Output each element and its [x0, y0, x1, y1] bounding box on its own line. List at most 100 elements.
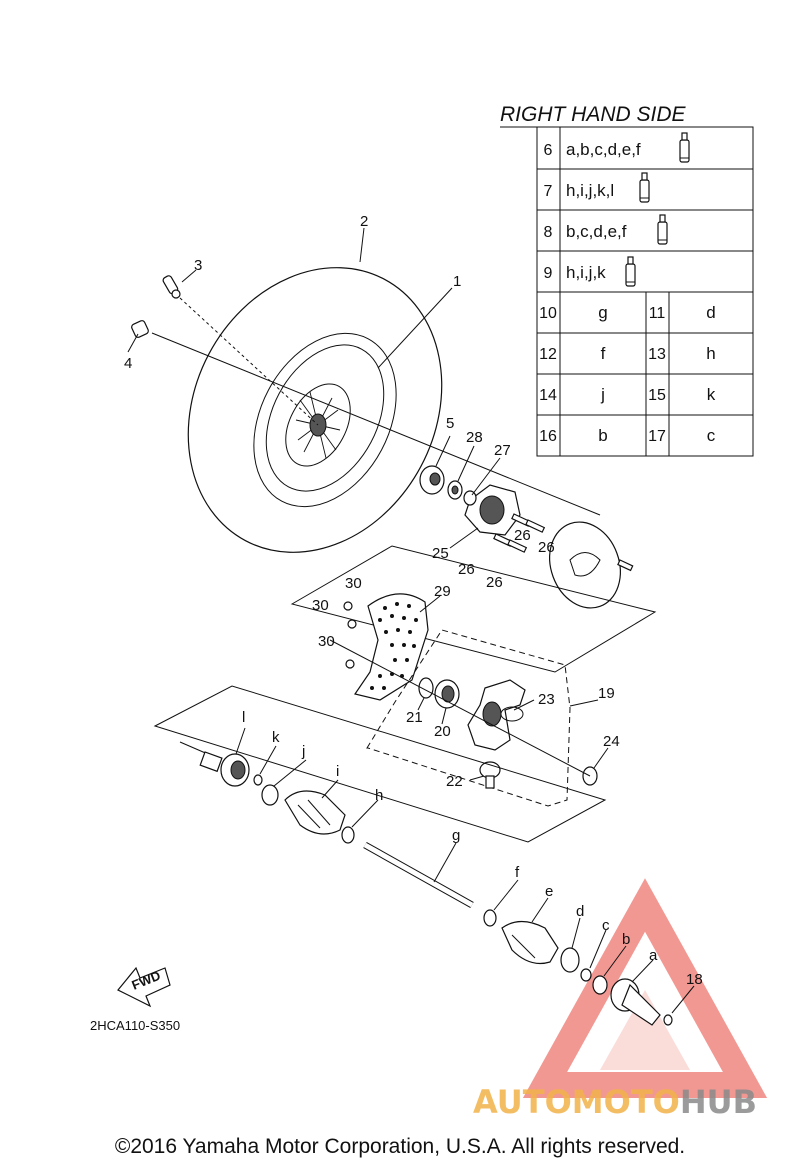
table-row-15-num: 15 — [648, 387, 666, 404]
boot-i — [284, 779, 346, 835]
callouts: 1 2 3 4 5 28 27 26 26 25 26 26 30 30 30 … — [124, 213, 703, 988]
callout-29: 29 — [434, 583, 451, 600]
callout-30c: 30 — [318, 633, 335, 650]
grease-tube-icon — [625, 256, 636, 287]
table-row-17-val: c — [707, 426, 716, 445]
cv-joint-a — [610, 959, 661, 1026]
guard-bolts — [343, 601, 357, 669]
callout-26b: 26 — [538, 539, 555, 556]
grease-tube-icon — [679, 132, 690, 163]
circlip — [417, 677, 434, 711]
callout-g: g — [452, 827, 460, 844]
callout-22: 22 — [446, 773, 463, 790]
callout-i: i — [336, 763, 339, 780]
cv-joint-outer — [179, 727, 250, 787]
callout-20: 20 — [434, 723, 451, 740]
watermark-part2: HUB — [680, 1083, 757, 1121]
callout-a: a — [649, 947, 658, 964]
callout-c: c — [602, 917, 610, 934]
band-f — [483, 879, 519, 927]
table-row-11-val: d — [706, 303, 715, 322]
steering-knuckle — [467, 679, 535, 751]
grease-tube-icon — [657, 214, 668, 245]
callout-21: 21 — [406, 709, 423, 726]
table-row-13-num: 13 — [648, 346, 666, 363]
washer — [447, 445, 475, 500]
callout-23: 23 — [538, 691, 555, 708]
table-row-13-val: h — [706, 344, 715, 363]
table-row-17-num: 17 — [648, 428, 666, 445]
callout-26a: 26 — [514, 527, 531, 544]
table-row-6-num: 6 — [544, 142, 553, 159]
table-row-6-letters: a,b,c,d,e,f — [566, 140, 641, 159]
table-row-16-val: b — [598, 426, 607, 445]
callout-25: 25 — [432, 545, 449, 562]
oil-seal — [582, 747, 609, 786]
fwd-arrow-icon: FWD — [117, 966, 171, 1008]
table-row-7-letters: h,i,j,k,l — [566, 181, 614, 200]
hub-bolts — [493, 513, 546, 553]
table-row-10-val: g — [598, 303, 607, 322]
brake-disc — [549, 521, 634, 609]
table-row-7-num: 7 — [544, 183, 553, 200]
table-row-16-num: 16 — [539, 428, 557, 445]
table-row-9-letters: h,i,j,k — [566, 263, 606, 282]
valve-stem — [162, 275, 181, 299]
callout-2: 2 — [360, 213, 368, 230]
callout-b: b — [622, 931, 630, 948]
callout-k: k — [272, 729, 280, 746]
castle-nut — [419, 435, 451, 495]
callout-26d: 26 — [486, 574, 503, 591]
table-title: RIGHT HAND SIDE — [500, 103, 687, 126]
table-row-14-num: 14 — [539, 387, 557, 404]
table-row-14-val: j — [600, 385, 605, 404]
table-row-15-val: k — [707, 385, 716, 404]
application-table: RIGHT HAND SIDE 6 a,b,c,d,e,f 7 h,i,j,k,… — [500, 103, 754, 457]
valve-cap — [131, 320, 149, 338]
band-d — [560, 917, 581, 973]
callout-j: j — [301, 743, 305, 760]
callout-1: 1 — [453, 273, 461, 290]
callout-26c: 26 — [458, 561, 475, 578]
band-j — [261, 759, 307, 806]
callout-l: l — [242, 709, 245, 726]
callout-27: 27 — [494, 442, 511, 459]
tire-wheel — [187, 267, 443, 553]
callout-4: 4 — [124, 355, 132, 372]
callout-5: 5 — [446, 415, 454, 432]
watermark-text: AUTOMOTOHUB — [473, 1083, 757, 1121]
callout-28: 28 — [466, 429, 483, 446]
table-row-8-num: 8 — [544, 224, 553, 241]
callout-30b: 30 — [312, 597, 329, 614]
callout-e: e — [545, 883, 553, 900]
clip-k — [253, 745, 277, 786]
guard-plate — [354, 593, 441, 701]
watermark-part1: AUTOMOTO — [473, 1083, 680, 1121]
callout-3: 3 — [194, 257, 202, 274]
wheel-hub — [449, 457, 521, 549]
shaft-g — [363, 841, 474, 909]
callout-d: d — [576, 903, 584, 920]
callout-19: 19 — [598, 685, 615, 702]
callout-h: h — [375, 787, 383, 804]
callout-f: f — [515, 864, 520, 881]
copyright: ©2016 Yamaha Motor Corporation, U.S.A. A… — [115, 1135, 685, 1158]
callout-18: 18 — [686, 971, 703, 988]
clip-18 — [663, 985, 695, 1026]
diagram-code: 2HCA110-S350 — [90, 1018, 180, 1033]
bearing — [434, 679, 460, 725]
table-row-11-num: 11 — [649, 305, 666, 322]
boot-e — [501, 897, 559, 965]
table-row-12-val: f — [601, 344, 606, 363]
table-row-10-num: 10 — [539, 305, 557, 322]
clip-b — [592, 945, 627, 995]
callout-30a: 30 — [345, 575, 362, 592]
clip-c — [580, 929, 607, 982]
band-h — [341, 799, 379, 844]
grease-tube-icon — [639, 172, 650, 203]
callout-24: 24 — [603, 733, 620, 750]
table-row-8-letters: b,c,d,e,f — [566, 222, 627, 241]
ball-joint — [469, 761, 501, 789]
watermark-logo — [522, 878, 768, 1098]
